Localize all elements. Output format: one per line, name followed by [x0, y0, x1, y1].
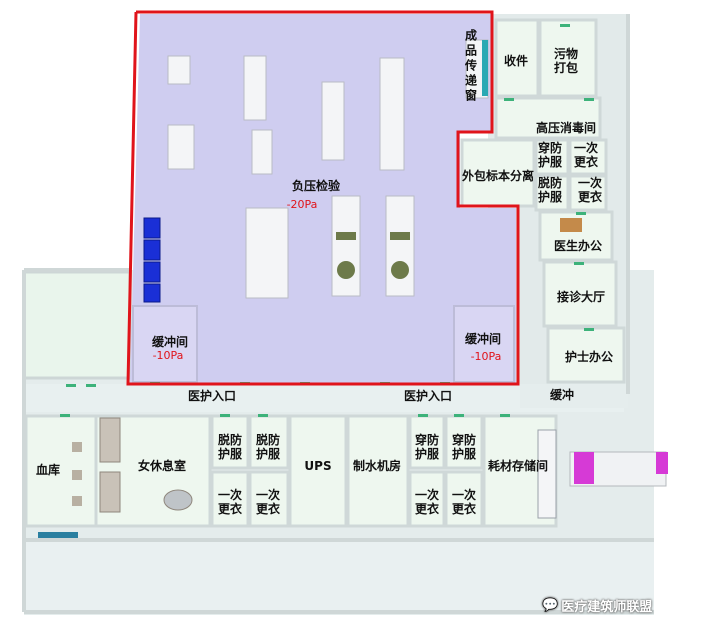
lower-rooms — [24, 414, 558, 528]
label-reception-hall: 接诊大厅 — [556, 290, 606, 304]
buffer-room-left-floor — [132, 305, 198, 383]
building-walls — [22, 14, 654, 614]
label-finished-pass-window: 成品传递窗 — [464, 28, 477, 103]
bench — [379, 57, 405, 171]
label-female-rest: 女休息室 — [137, 459, 187, 473]
label-don-ppe-a: 穿防 护服 — [414, 433, 440, 461]
label-nurse-office: 护士办公 — [564, 350, 614, 364]
label-consumables: 耗材存储间 — [487, 459, 549, 473]
rest-room-beds — [99, 417, 193, 513]
label-doff-ppe-a: 脱防 护服 — [217, 433, 243, 461]
negative-lab-floor — [130, 14, 516, 384]
label-care-entry-right: 医护入口 — [403, 389, 453, 403]
blood-bank-fixtures — [38, 442, 82, 540]
central-table — [245, 207, 289, 299]
lower-corridor-strip — [24, 540, 654, 610]
office-desk — [560, 218, 582, 232]
label-second-change-top: 一次 更衣 — [577, 176, 603, 204]
left-outer-room — [22, 270, 132, 380]
watermark: 💬 医疗建筑师联盟 — [542, 596, 652, 615]
negative-pressure-boundary — [126, 10, 520, 386]
label-buffer-right: 缓冲间 — [464, 332, 502, 346]
label-first-change-a: 一次 更衣 — [217, 488, 243, 516]
delivery-truck — [569, 451, 668, 487]
chat-bubble-icon: 💬 — [542, 598, 559, 613]
bench — [331, 195, 361, 297]
label-buffer-left: 缓冲间 — [151, 335, 189, 349]
buffer-room-right-floor — [453, 305, 515, 383]
label-buffer-corridor: 缓冲 — [549, 388, 575, 402]
label-water-room: 制水机房 — [352, 459, 402, 473]
label-buffer-left-pressure: -10Pa — [152, 349, 184, 362]
label-doff-ppe-top: 脱防 护服 — [537, 176, 563, 204]
bench — [167, 55, 191, 85]
bench — [243, 55, 267, 121]
label-dirty-pack: 污物 打包 — [553, 47, 579, 75]
label-first-change-d: 一次 更衣 — [451, 488, 477, 516]
label-doctor-office: 医生办公 — [553, 239, 603, 253]
label-care-entry-left: 医护入口 — [187, 389, 237, 403]
label-autoclave: 高压消毒间 — [535, 121, 597, 135]
consumables-shelf — [537, 429, 557, 519]
label-first-change-b: 一次 更衣 — [255, 488, 281, 516]
label-doff-ppe-b: 脱防 护服 — [255, 433, 281, 461]
pass-window-door — [482, 40, 488, 96]
right-corridor-stub — [520, 384, 628, 408]
label-don-ppe-b: 穿防 护服 — [451, 433, 477, 461]
label-negative-lab-pressure: -20Pa — [286, 198, 318, 211]
watermark-text: 医疗建筑师联盟 — [561, 600, 653, 615]
label-negative-lab: 负压检验 — [291, 179, 341, 193]
label-buffer-right-pressure: -10Pa — [470, 350, 502, 363]
label-ups: UPS — [304, 459, 332, 473]
label-outer-pack-separation: 外包标本分离 — [461, 169, 535, 183]
label-first-change-c: 一次 更衣 — [414, 488, 440, 516]
bench — [251, 129, 273, 175]
label-don-ppe-top: 穿防 护服 — [537, 141, 563, 169]
label-blood-bank: 血库 — [35, 463, 61, 477]
label-receiving: 收件 — [503, 54, 529, 68]
bench — [321, 81, 345, 161]
bench-detail-marks — [336, 232, 410, 279]
lab-furniture — [167, 39, 489, 299]
bench — [167, 124, 195, 170]
blue-storage-cabinets — [143, 217, 161, 303]
right-wing-rooms — [460, 18, 626, 384]
label-first-change-top: 一次 更衣 — [573, 141, 599, 169]
bench — [385, 195, 415, 297]
